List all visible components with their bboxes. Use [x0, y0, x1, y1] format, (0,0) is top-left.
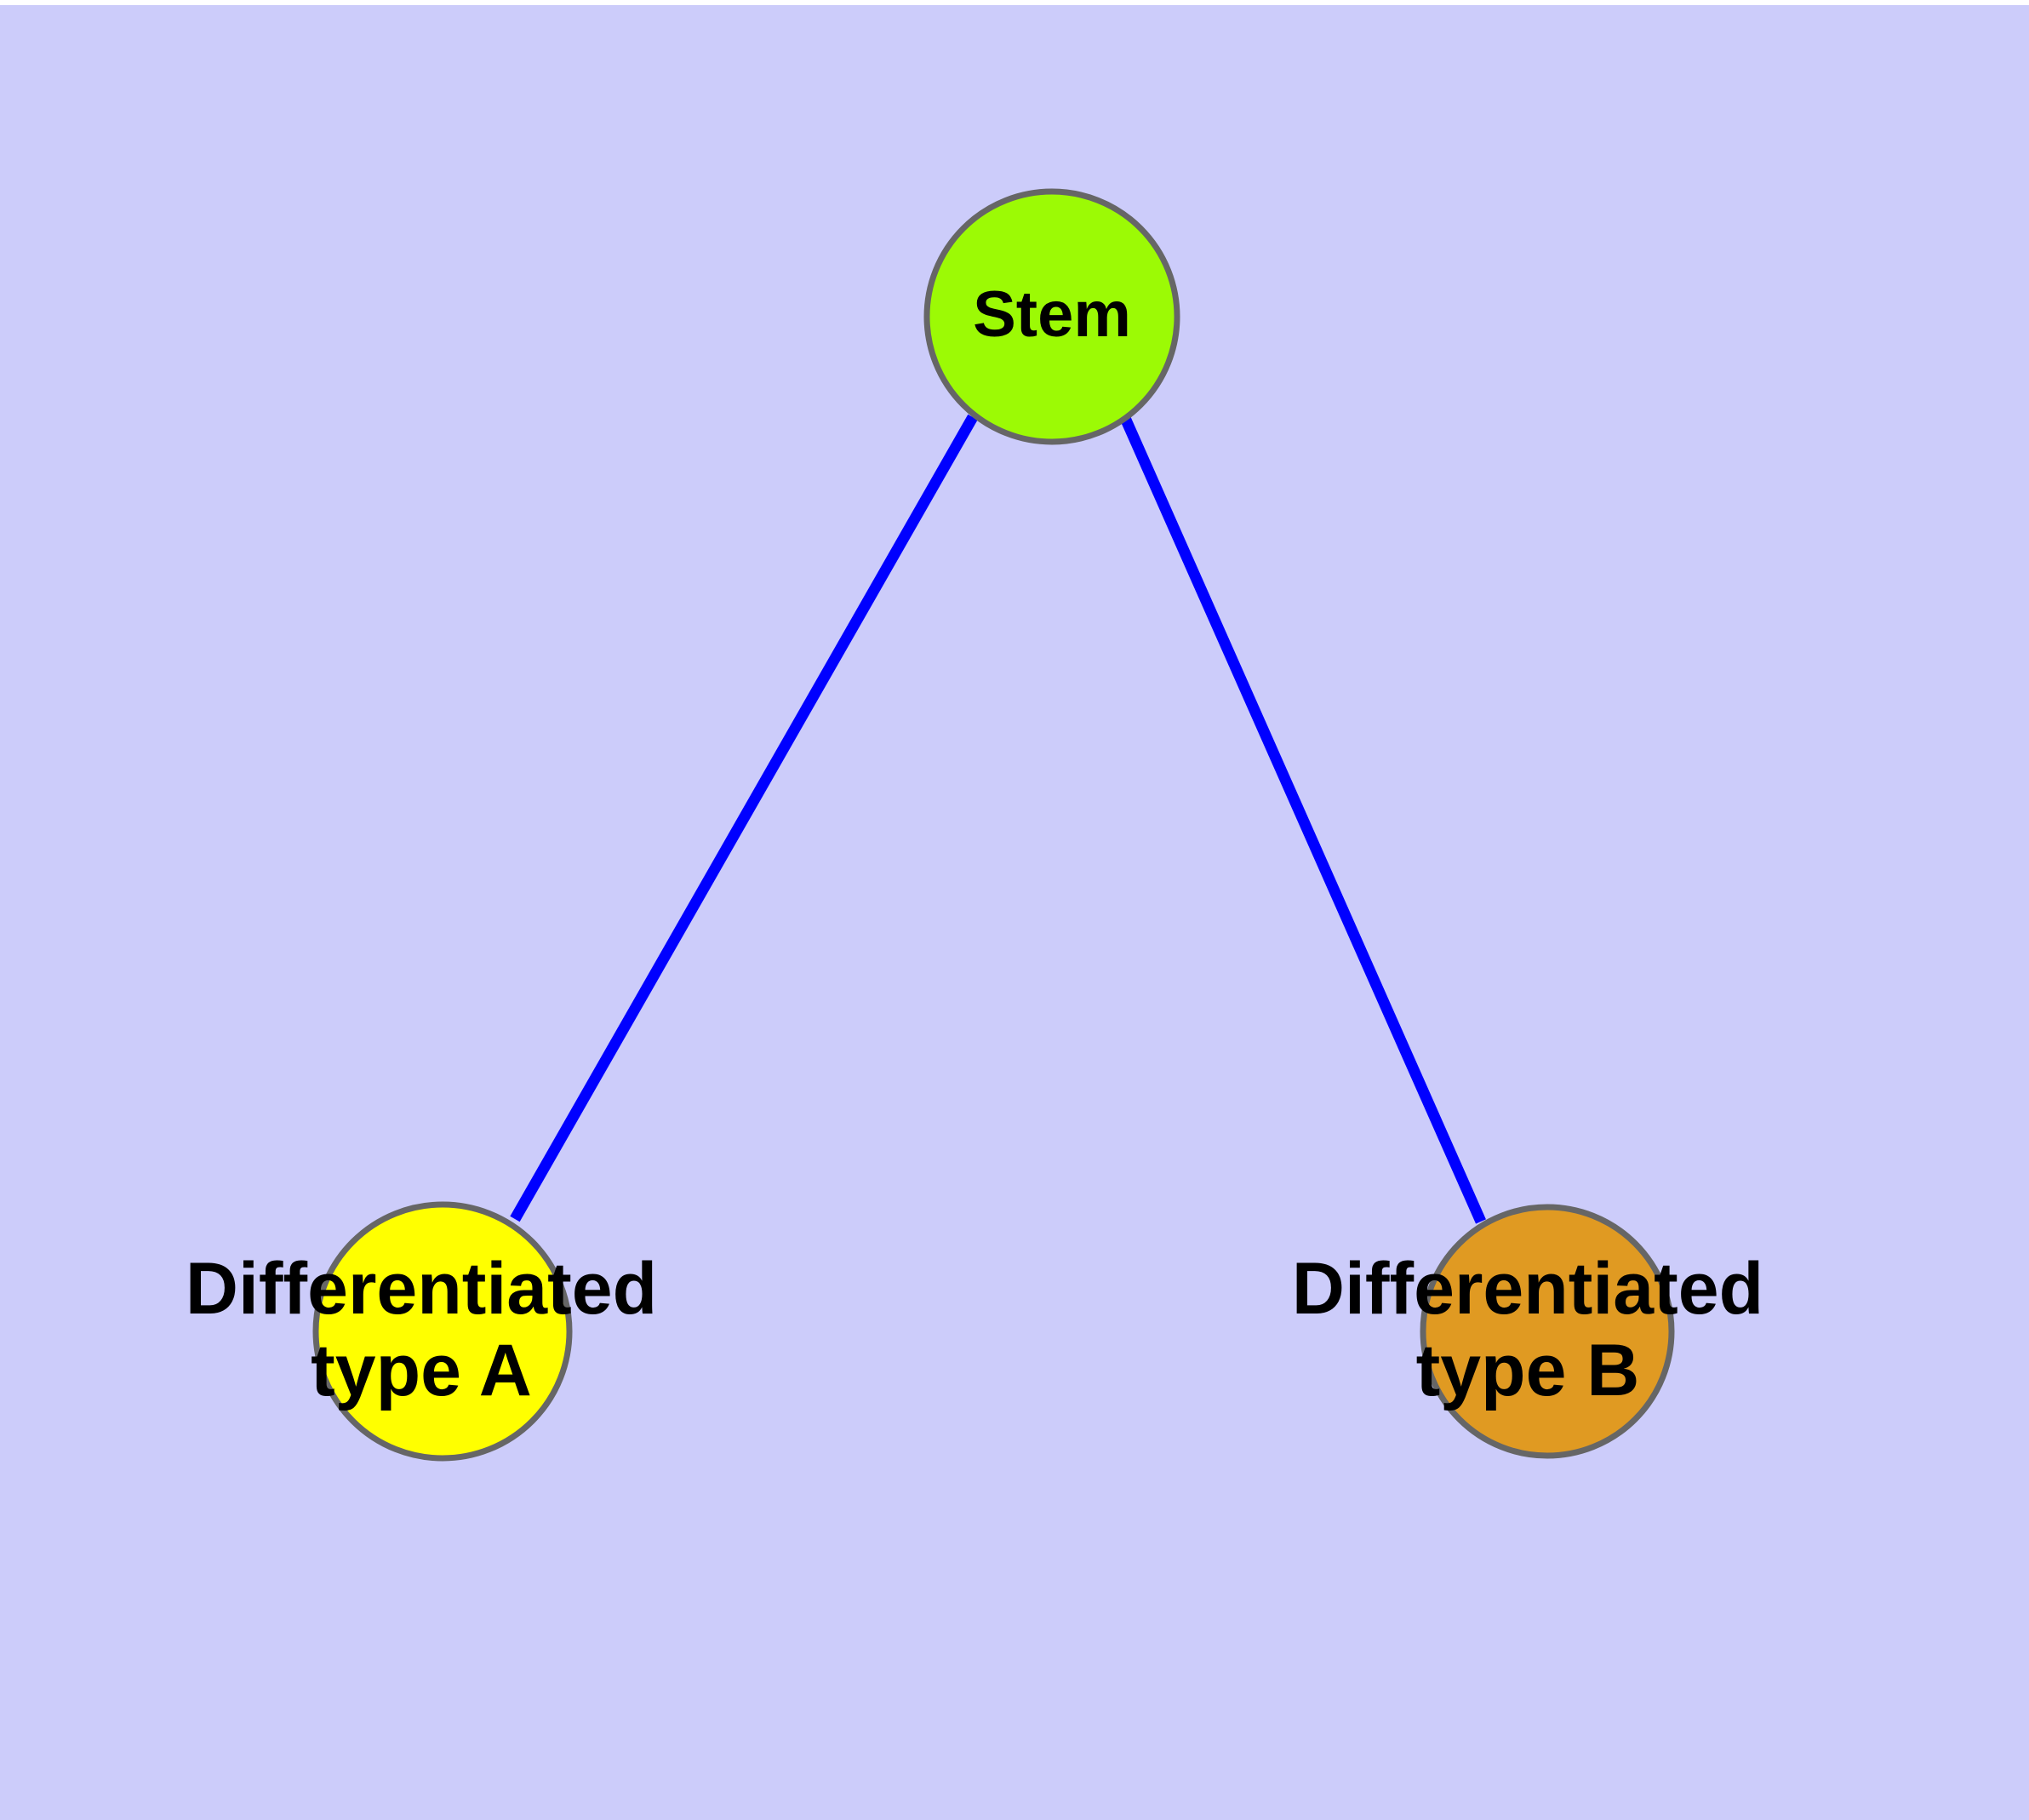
node-stem[interactable]	[923, 188, 1180, 445]
node-layer	[312, 188, 1675, 1462]
node-differentiated-type-a[interactable]	[312, 1201, 573, 1462]
edge-layer	[510, 408, 1486, 1224]
edge-stem-to-differentiated-type-a	[510, 414, 978, 1222]
node-differentiated-type-b[interactable]	[1420, 1204, 1675, 1459]
edge-stem-to-differentiated-type-b	[1117, 408, 1486, 1224]
